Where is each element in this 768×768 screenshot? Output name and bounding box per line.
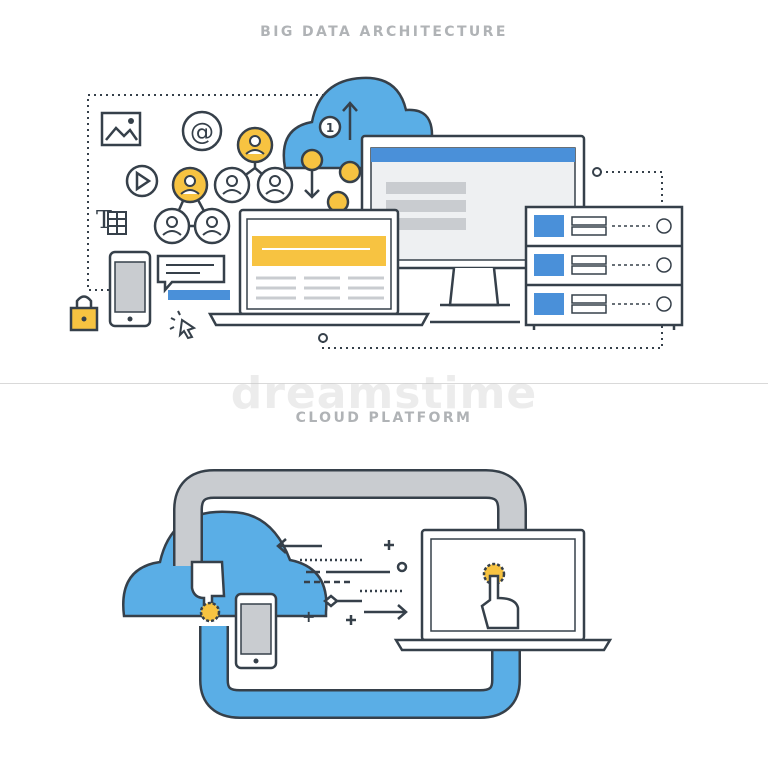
cursor-icon — [169, 310, 197, 340]
smartphone-icon — [108, 250, 152, 328]
section-divider — [0, 383, 768, 384]
cloud-platform-title: CLOUD PLATFORM — [295, 410, 473, 426]
gray-connector-tube — [173, 469, 527, 566]
coin-icon: 1 — [300, 115, 362, 214]
play-icon — [125, 164, 159, 198]
blue-connector-tube — [199, 616, 521, 719]
lock-icon — [69, 295, 99, 332]
chat-bubble-icon — [156, 254, 230, 300]
watermark-text: dreamstime — [230, 368, 538, 419]
upload-arrow-icon — [342, 101, 358, 140]
dotted-connectors — [87, 94, 663, 349]
arrows-icon — [276, 538, 408, 625]
big-data-architecture-title: BIG DATA ARCHITECTURE — [260, 24, 508, 40]
laptop-icon — [207, 208, 431, 327]
download-arrow-icon — [304, 170, 320, 199]
hand-touch-icon — [190, 560, 226, 623]
cloud-icon — [122, 510, 328, 618]
text-table-icon: T — [96, 206, 127, 235]
image-icon — [100, 111, 142, 147]
at-symbol: @ — [190, 118, 214, 146]
user-network-icon — [153, 126, 294, 245]
monitor-icon — [360, 134, 586, 324]
server-rack-icon — [524, 205, 684, 330]
connector-dot — [318, 333, 328, 343]
coin-label: 1 — [326, 121, 334, 135]
hand-touch-icon — [480, 562, 520, 630]
plus-sign: + — [302, 607, 315, 626]
tablet-icon — [393, 528, 613, 652]
smartphone-icon — [234, 592, 278, 670]
at-icon: @ — [181, 110, 223, 152]
connector-dot — [592, 167, 602, 177]
